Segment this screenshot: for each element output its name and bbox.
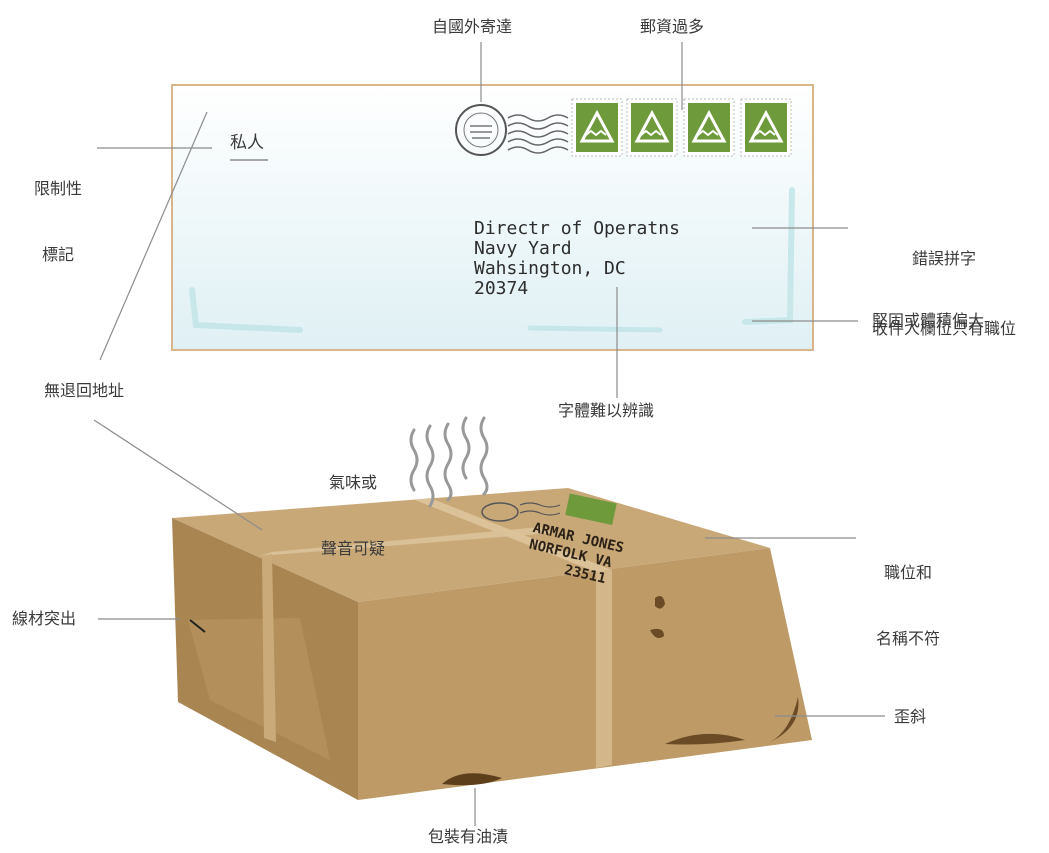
label-illegible-writing: 字體難以辨識 (558, 401, 655, 420)
label-line: 標記 (41, 245, 74, 264)
label-line: 名稱不符 (875, 629, 940, 648)
address-line: Directr of Operatns (474, 218, 680, 239)
package (172, 488, 812, 800)
label-no-return-address: 無退回地址 (44, 381, 125, 400)
stamp-icon (571, 98, 623, 157)
label-excess-postage: 郵資過多 (640, 17, 705, 36)
label-misspelled: 錯誤拼字 收件人欄位只有職位 (848, 204, 1040, 362)
odor-lines-icon (409, 416, 489, 508)
private-marking: 私人 (230, 133, 264, 153)
label-line: 聲音可疑 (320, 539, 385, 558)
label-protruding-wires: 線材突出 (12, 609, 77, 628)
label-line: 收件人欄位只有職位 (871, 319, 1016, 338)
address-line: Wahsington, DC (474, 258, 626, 279)
stamp-icon (683, 98, 735, 157)
postmark-icon (455, 104, 569, 156)
stamp-icon (740, 98, 792, 157)
label-restrictive-marking: 限制性 標記 (26, 134, 90, 288)
label-line: 職位和 (883, 563, 932, 582)
label-line: 錯誤拼字 (911, 249, 976, 268)
label-lopsided: 歪斜 (894, 707, 927, 726)
envelope-address: Directr of Operatns Navy Yard Wahsington… (474, 219, 680, 299)
stamp-icon (626, 98, 678, 157)
label-foreign-mail: 自國外寄達 (432, 17, 513, 36)
label-line: 限制性 (33, 179, 82, 198)
label-line: 氣味或 (328, 473, 377, 492)
label-rigid-bulky: 堅固或體積偏大 (872, 311, 985, 330)
leader-lines (93, 42, 885, 826)
label-oily-stains: 包裝有油漬 (428, 827, 509, 846)
label-title-name-mismatch: 職位和 名稱不符 (862, 518, 954, 672)
address-line: Navy Yard (474, 238, 572, 259)
label-odor-sound: 氣味或 聲音可疑 (306, 428, 400, 582)
address-line: 20374 (474, 278, 529, 299)
